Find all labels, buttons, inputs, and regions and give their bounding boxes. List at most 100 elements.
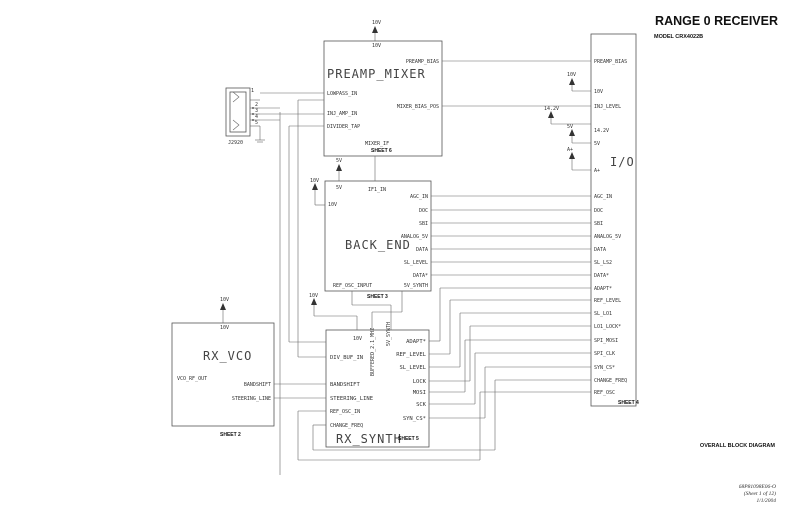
pin-ref-osc-input: REF_OSC_INPUT <box>333 283 372 289</box>
io-name: I/O <box>610 155 635 169</box>
j2920-pin-2: 2 <box>255 102 258 108</box>
pin-lowpass-in: LOWPASS_IN <box>327 91 357 97</box>
io-pin-0: PREAMP_BIAS <box>594 59 627 65</box>
pin-synth-bandshift: BANDSHIFT <box>330 382 360 388</box>
io-pin-21: REF_OSC <box>594 390 615 396</box>
io-aplus-supply: A+ <box>567 147 573 153</box>
preamp-10v-pin: 10V <box>372 43 381 49</box>
pin-buffered: BUFFERED_2.1_MHZ <box>370 328 376 376</box>
rx-vco: RX_VCO VCO_RF_OUT BANDSHIFT STEERING_LIN… <box>177 349 271 438</box>
pin-synth-steering-line: STEERING_LINE <box>330 396 373 402</box>
preamp-sheet-label: SHEET 6 <box>371 148 392 154</box>
pin-backend-5v-synth: 5V_SYNTH <box>404 283 428 289</box>
pin-sbi: SBI <box>419 221 428 227</box>
rx-synth: 10V BUFFERED_2.1_MHZ 5V_SYNTH ADAPT* DIV… <box>330 322 427 446</box>
io: I/O PREAMP_BIAS 10V INJ_LEVEL 14.2V 5V A… <box>594 59 639 406</box>
pin-mixer-if: MIXER_IF <box>365 141 389 147</box>
back-end-name: BACK_END <box>345 238 411 252</box>
pin-backend-10v: 10V <box>328 202 337 208</box>
j2920-pin-3: 3 <box>255 108 258 114</box>
io-pin-17: SPI_MOSI <box>594 338 618 344</box>
pin-mixer-bias-pos: MIXER_BIAS_POS <box>397 104 439 110</box>
pin-vco-steering-line: STEERING_LINE <box>232 396 271 402</box>
model-number: MODEL CRX4022B <box>654 34 703 40</box>
io-pin-5: A+ <box>594 168 600 174</box>
pin-data-n: DATA* <box>413 273 428 279</box>
rx-vco-block <box>171 322 275 427</box>
pin-agc-in: AGC_IN <box>410 194 428 200</box>
footer-label: OVERALL BLOCK DIAGRAM <box>700 443 775 449</box>
pin-preamp-bias: PREAMP_BIAS <box>406 59 439 65</box>
vco-supply-label: 10V <box>220 297 229 303</box>
io-pin-13: ADAPT* <box>594 286 612 292</box>
back-end: IF1_IN 10V BACK_END AGC_IN DOC SBI ANALO… <box>328 187 428 300</box>
doc-date: 1/1/2004 <box>756 497 776 504</box>
synth-sheet-label: SHEET 5 <box>398 436 419 442</box>
pin-syn-cs: SYN_CS* <box>403 416 426 422</box>
j2920-pin-4: 4 <box>255 114 258 120</box>
preamp-mixer-block <box>323 40 443 157</box>
vco-10v-pin: 10V <box>220 325 229 331</box>
rx-synth-name: RX_SYNTH <box>336 432 402 446</box>
io-pin-2: INJ_LEVEL <box>594 104 621 110</box>
io-pin-10: DATA <box>594 247 606 253</box>
io-14v-supply: 14.2V <box>544 106 559 112</box>
preamp-supply-label: 10V <box>372 20 381 26</box>
io-5v-supply: 5V <box>567 124 573 130</box>
io-sheet-label: SHEET 4 <box>618 400 639 406</box>
io-pin-20: CHANGE_FREQ <box>594 378 627 384</box>
pin-synth-10v: 10V <box>353 336 362 342</box>
io-pin-9: ANALOG_5V <box>594 234 621 240</box>
sheet-info: (Sheet 1 of 12) <box>744 490 776 497</box>
io-pin-18: SPI_CLK <box>594 351 615 357</box>
pin-lock: LOCK <box>413 379 427 385</box>
io-pin-19: SYN_CS* <box>594 365 615 371</box>
io-pin-6: AGC_IN <box>594 194 612 200</box>
wires <box>260 60 591 475</box>
synth-10v-supply: 10V <box>309 293 318 299</box>
j2920-pin-1: 1 <box>251 88 254 94</box>
diagram-title: RANGE 0 RECEIVER <box>655 14 778 28</box>
io-pin-16: LO1_LOCK* <box>594 324 621 330</box>
vco-sheet-label: SHEET 2 <box>220 432 241 438</box>
io-pin-15: SL_LO1 <box>594 311 612 317</box>
supply-symbols: 10V 10V 5V 5V 10V 10V 10V 10V 10V 14.2V … <box>220 20 591 331</box>
j2920-pin-5: 5 <box>255 120 258 126</box>
io-10v-supply: 10V <box>567 72 576 78</box>
io-pin-1: 10V <box>594 89 603 95</box>
pin-ifi-in: IF1_IN <box>368 187 386 193</box>
j2920-label: J2920 <box>228 140 243 146</box>
j2920-connector: 1 2 3 4 5 J2920 <box>225 87 265 146</box>
pin-change-freq: CHANGE_FREQ <box>330 423 363 429</box>
pin-doc: DOC <box>419 208 428 214</box>
pin-adapt: ADAPT* <box>406 339 426 345</box>
rx-synth-block <box>325 329 430 448</box>
pin-synth-5v-synth: 5V_SYNTH <box>386 322 392 346</box>
io-pin-3: 14.2V <box>594 128 609 134</box>
pin-data: DATA <box>416 247 428 253</box>
pin-sl-level: SL_LEVEL <box>404 260 428 266</box>
io-pin-12: DATA* <box>594 273 609 279</box>
io-pin-14: REF_LEVEL <box>594 298 621 304</box>
pin-synth-ref-level: REF_LEVEL <box>396 352 426 358</box>
pin-vco-bandshift: BANDSHIFT <box>244 382 271 388</box>
backend-10v-supply: 10V <box>310 178 319 184</box>
pin-synth-sl-level: SL_LEVEL <box>400 365 427 371</box>
pin-inj-amp-in: INJ_AMP_IN <box>327 111 357 117</box>
rx-vco-name: RX_VCO <box>203 349 252 363</box>
pin-analog-5v: ANALOG_5V <box>401 234 428 240</box>
pin-sck: SCK <box>416 402 427 408</box>
io-pin-11: SL_LS2 <box>594 260 612 266</box>
backend-5v-pin: 5V <box>336 185 342 191</box>
io-pin-4: 5V <box>594 141 600 147</box>
backend-5v-supply: 5V <box>336 158 342 164</box>
io-pin-8: SBI <box>594 221 603 227</box>
pin-vco-rf-out: VCO_RF_OUT <box>177 376 207 382</box>
backend-sheet-label: SHEET 3 <box>367 294 388 300</box>
pin-mosi: MOSI <box>413 390 426 396</box>
io-pin-7: DOC <box>594 208 603 214</box>
doc-number: 68P81098E06-O <box>739 484 776 490</box>
preamp-mixer: PREAMP_MIXER PREAMP_BIAS LOWPASS_IN INJ_… <box>327 59 439 154</box>
preamp-mixer-name: PREAMP_MIXER <box>327 67 426 81</box>
